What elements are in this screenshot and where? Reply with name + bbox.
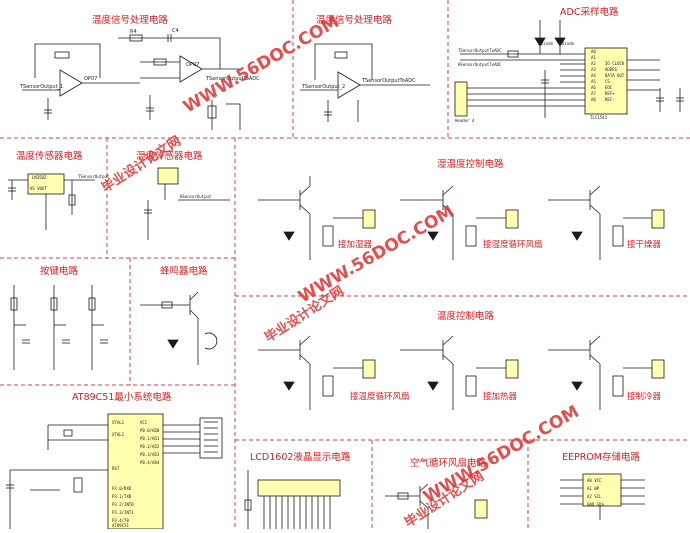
svg-text:P0.1/AD1: P0.1/AD1 [140, 436, 160, 441]
svg-text:P0.0/AD0: P0.0/AD0 [140, 428, 160, 433]
svg-text:P3.0/RXD: P3.0/RXD [112, 486, 132, 491]
air-fan-circuit [385, 483, 488, 529]
svg-text:DATA OUT: DATA OUT [605, 73, 625, 78]
svg-text:A0 VCC: A0 VCC [587, 478, 602, 483]
svg-text:A7: A7 [591, 91, 596, 96]
title-air-fan: 空气循环风扇电路 [410, 458, 487, 469]
humid-sensor-circuit [144, 167, 230, 240]
title-temp-signal-2: 温度信号处理电路 [316, 15, 393, 26]
svg-text:XTAL2: XTAL2 [112, 432, 125, 437]
title-lcd: LCD1602液晶显示电路 [250, 452, 351, 463]
title-eeprom: EEPROM存储电路 [562, 452, 641, 463]
lcd-circuit [244, 470, 341, 529]
label-cooler: 接制冷器 [627, 392, 662, 402]
label-heater: 接加热器 [483, 392, 518, 402]
svg-text:TSensorOutput: TSensorOutput [78, 174, 110, 179]
temp-signal-1-labels: TSensorOutput_1 OP07 R4 C4 OP07 TSensorOu… [19, 28, 260, 90]
mcu-circuit [6, 413, 223, 530]
temp-signal-2-labels: TSensorOutput_2 TSensorOutputToADC [301, 78, 416, 90]
svg-text:IO CLOCK: IO CLOCK [605, 61, 625, 66]
title-temp-sensor: 温度传感器电路 [16, 151, 83, 162]
svg-text:CS: CS [605, 79, 610, 84]
svg-text:P0.2/AD2: P0.2/AD2 [140, 444, 160, 449]
mcu-chip-label: AT89C51 [112, 523, 129, 528]
opamp-label: OP07 [84, 76, 97, 82]
temp-ic-label: LM35DZ [32, 175, 47, 180]
svg-text:C4: C4 [172, 28, 179, 34]
key-circuit [10, 285, 108, 370]
svg-text:VCC: VCC [140, 420, 148, 425]
svg-text:A5: A5 [591, 79, 596, 84]
humid-ctrl-relays [258, 176, 665, 260]
svg-text:ADDRS: ADDRS [605, 67, 618, 72]
adc-circuit [454, 20, 684, 118]
svg-text:TSensorOutput_1: TSensorOutput_1 [19, 84, 63, 90]
label-dryer: 接干燥器 [627, 240, 662, 250]
svg-text:P3.2/INT0: P3.2/INT0 [112, 502, 134, 507]
temp-sensor-circuit [8, 173, 95, 230]
opamp-label-2: OP07 [186, 62, 199, 68]
svg-text:Diode: Diode [562, 41, 575, 46]
eeprom-circuit [560, 473, 645, 520]
svg-text:P3.4/T0: P3.4/T0 [112, 518, 129, 523]
svg-text:A2 SCL: A2 SCL [587, 494, 602, 499]
adc-chip-label: TLC1543 [590, 115, 607, 120]
svg-text:A4: A4 [591, 73, 596, 78]
svg-text:EOC: EOC [605, 85, 613, 90]
svg-text:P0.4/AD4: P0.4/AD4 [140, 460, 160, 465]
temp-sensor-labels: LM35DZ VS VOUT TSensorOutput [30, 174, 110, 191]
label-temp-fan: 接温度循环风扇 [350, 392, 410, 402]
temp-signal-circuit-2 [300, 43, 430, 122]
svg-text:A8: A8 [591, 97, 596, 102]
svg-text:Header 4: Header 4 [455, 118, 475, 123]
svg-text:A1 WP: A1 WP [587, 486, 600, 491]
svg-text:P3.1/TXD: P3.1/TXD [112, 494, 132, 499]
title-buzzer: 蜂鸣器电路 [160, 266, 208, 277]
svg-text:Diode: Diode [541, 41, 554, 46]
temp-signal-circuit-1 [22, 34, 241, 130]
humid-sensor-labels: HSensorOutput [180, 194, 212, 199]
svg-text:P3.3/INT1: P3.3/INT1 [112, 510, 134, 515]
title-temp-signal-1: 温度信号处理电路 [92, 15, 169, 26]
svg-text:HSensorOutputToADC: HSensorOutputToADC [458, 62, 502, 67]
label-humidifier: 接加湿器 [338, 240, 373, 250]
label-humid-fan: 接湿度循环风扇 [483, 240, 543, 250]
svg-text:A1: A1 [591, 55, 596, 60]
title-humid-sensor: 湿度传感器电路 [136, 151, 203, 162]
svg-text:P0.3/AD3: P0.3/AD3 [140, 452, 160, 457]
title-mcu: AT89C51最小系统电路 [72, 392, 172, 403]
title-keys: 按键电路 [40, 266, 79, 277]
svg-text:TSensorOutputToADC: TSensorOutputToADC [205, 76, 260, 82]
svg-text:A3: A3 [591, 67, 596, 72]
svg-text:RST: RST [112, 466, 120, 471]
svg-text:TSensorOutput_2: TSensorOutput_2 [301, 84, 345, 90]
svg-text:HSensorOutput: HSensorOutput [180, 194, 212, 199]
svg-text:A0: A0 [591, 49, 596, 54]
svg-text:TSensorOutputToADC: TSensorOutputToADC [361, 78, 416, 84]
svg-text:A2: A2 [591, 61, 596, 66]
adc-labels: TSensorOutputToADC HSensorOutputToADC A0… [455, 41, 625, 123]
buzzer-circuit [140, 291, 218, 365]
svg-text:GND SDA: GND SDA [587, 502, 604, 507]
title-temp-ctrl: 温度控制电路 [437, 311, 495, 322]
svg-text:REF+: REF+ [605, 91, 615, 96]
svg-text:A6: A6 [591, 85, 596, 90]
title-adc: ADC采样电路 [560, 7, 619, 18]
svg-text:R4: R4 [130, 29, 137, 35]
svg-text:REF-: REF- [605, 97, 615, 102]
svg-text:VS VOUT: VS VOUT [30, 186, 47, 191]
title-humid-temp-ctrl: 湿温度控制电路 [437, 159, 504, 170]
temp-ctrl-relays [258, 335, 665, 410]
svg-text:TSensorOutputToADC: TSensorOutputToADC [458, 48, 502, 53]
svg-text:XTAL1: XTAL1 [112, 420, 125, 425]
eeprom-labels: A0 VCC A1 WP A2 SCL GND SDA [587, 478, 604, 507]
